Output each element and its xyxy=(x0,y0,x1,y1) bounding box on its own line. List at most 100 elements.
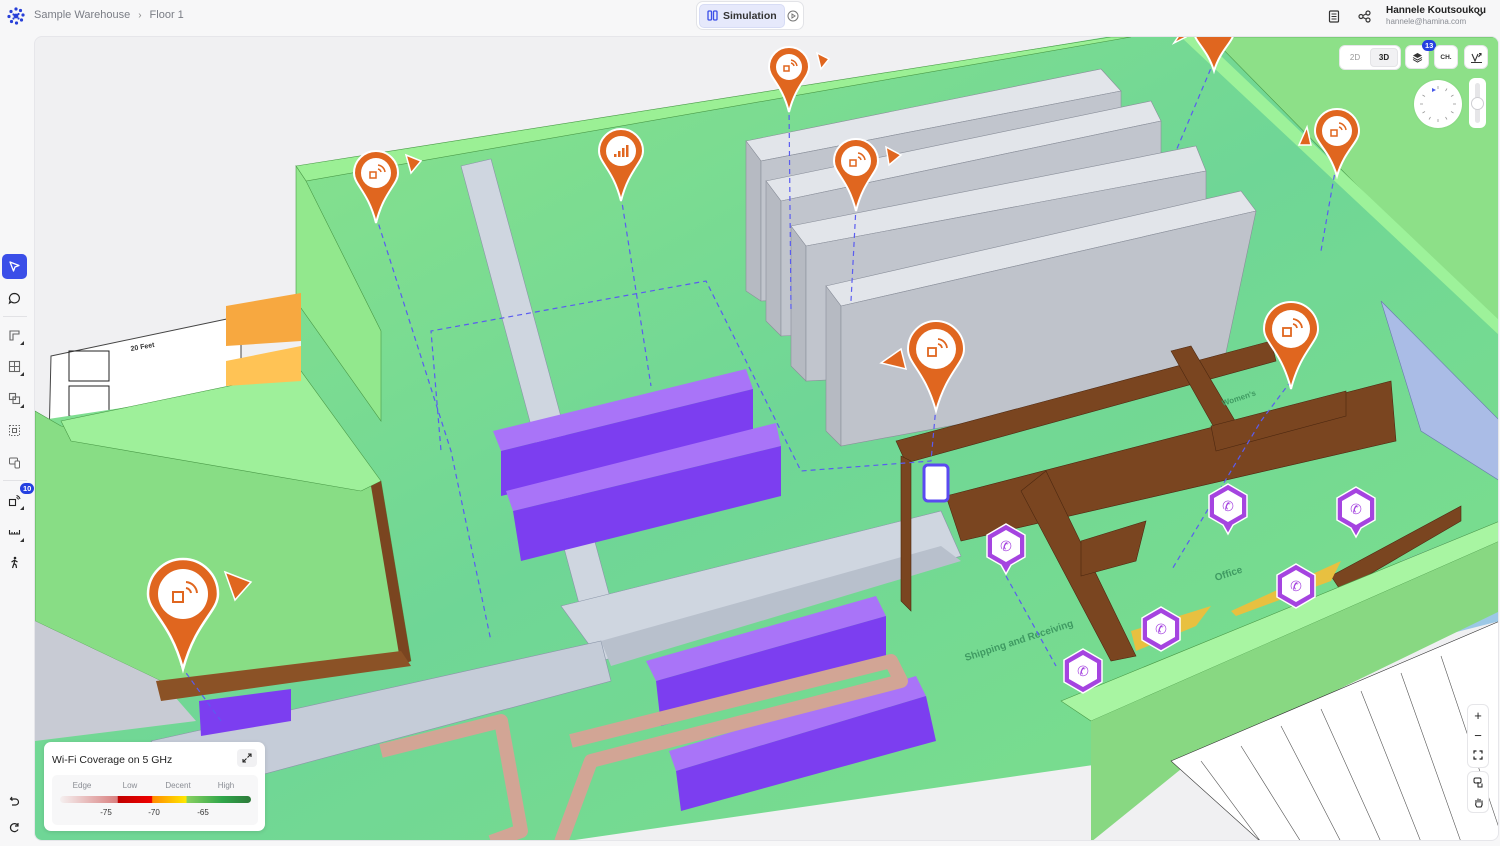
expand-legend-button[interactable] xyxy=(237,749,257,767)
channel-button[interactable]: CH. xyxy=(1434,45,1458,69)
play-mode-button[interactable] xyxy=(785,4,801,28)
access-point-pin xyxy=(597,128,645,202)
legend-tick: -65 xyxy=(197,808,209,817)
access-point-tool-button[interactable]: 10 xyxy=(2,483,35,513)
warehouse-3d-scene[interactable]: 20 Feet xyxy=(35,37,1499,841)
zoom-out-button[interactable]: − xyxy=(1474,727,1482,743)
legend-category: High xyxy=(217,781,235,790)
access-point-pin xyxy=(767,46,831,113)
measure-tool-button[interactable] xyxy=(2,520,27,545)
floorplan-3d-canvas[interactable]: 20 Feet xyxy=(34,36,1499,841)
slider-knob[interactable] xyxy=(1471,97,1484,110)
user-menu[interactable]: Hannele Koutsoukou hannele@hamina.com xyxy=(1386,5,1486,26)
zoom-in-button[interactable]: + xyxy=(1474,707,1482,723)
ruler-icon xyxy=(8,530,21,535)
simulation-icon xyxy=(707,10,718,21)
undo-button[interactable] xyxy=(2,788,27,813)
select-mode-button[interactable] xyxy=(1468,772,1488,792)
ap-drop-lines xyxy=(180,60,1337,722)
pan-mode-button[interactable] xyxy=(1468,792,1488,812)
survey-tool-button[interactable] xyxy=(2,550,27,575)
dotted-select-icon xyxy=(9,425,20,436)
toolbar-divider xyxy=(3,480,27,481)
comment-tool-button[interactable] xyxy=(2,286,27,311)
document-icon xyxy=(1328,9,1340,23)
object-tool-button[interactable] xyxy=(2,386,27,411)
legend-category: Low xyxy=(122,781,138,790)
camera-angle-button[interactable] xyxy=(1464,45,1488,69)
user-email: hannele@hamina.com xyxy=(1386,17,1467,26)
undo-icon xyxy=(9,796,20,806)
layers-icon xyxy=(1412,52,1422,63)
dimension-toggle: 2D 3D xyxy=(1339,45,1401,70)
wall-tool-button[interactable] xyxy=(2,323,27,348)
legend-gradient-bar xyxy=(60,796,251,803)
expand-icon xyxy=(242,753,252,763)
phone-pin: ✆ xyxy=(1276,563,1316,609)
interaction-mode-controls xyxy=(1467,771,1489,813)
grid-area-icon xyxy=(8,360,21,373)
select-tool-button[interactable] xyxy=(2,254,27,279)
top-bar: Sample Warehouse › Floor 1 Simulation Ha… xyxy=(0,0,1500,32)
area-tool-button[interactable] xyxy=(2,354,27,379)
report-button[interactable] xyxy=(1324,6,1344,26)
angle-icon xyxy=(1470,52,1482,63)
svg-text:✆: ✆ xyxy=(1290,578,1302,594)
select-hand-icon xyxy=(1473,777,1482,787)
access-point-icon xyxy=(8,495,21,507)
selection-area-button[interactable] xyxy=(2,418,27,443)
chevron-right-icon: › xyxy=(138,9,142,21)
access-point-pin xyxy=(1262,301,1320,390)
object-icon xyxy=(8,392,21,405)
channel-label: CH. xyxy=(1440,53,1452,61)
fit-to-screen-button[interactable] xyxy=(1468,745,1488,765)
devices-icon xyxy=(9,457,20,469)
coverage-legend: Wi-Fi Coverage on 5 GHz Edge Low Decent … xyxy=(44,742,265,831)
comment-icon xyxy=(8,292,20,305)
simulation-mode-button[interactable]: Simulation xyxy=(699,3,785,28)
phone-pin: ✆ xyxy=(1141,606,1181,652)
share-icon xyxy=(1357,9,1371,23)
devices-tool-button[interactable] xyxy=(2,450,27,475)
view-3d-button[interactable]: 3D xyxy=(1370,48,1398,67)
purple-storage-racks xyxy=(199,369,936,811)
phone-pin: ✆ xyxy=(986,523,1026,576)
zoom-controls: + − xyxy=(1467,704,1489,768)
phone-pin: ✆ xyxy=(1336,486,1376,539)
svg-text:✆: ✆ xyxy=(1222,498,1234,514)
access-point-pin xyxy=(832,138,903,212)
svg-text:✆: ✆ xyxy=(1350,501,1362,517)
compass-dial[interactable] xyxy=(1414,80,1462,128)
toolbar-divider xyxy=(3,316,27,317)
access-point-pins[interactable] xyxy=(146,37,1361,674)
cursor-icon xyxy=(9,261,20,272)
chevron-down-icon[interactable] xyxy=(1475,9,1485,19)
phone-pin xyxy=(922,463,950,503)
share-button[interactable] xyxy=(1354,6,1374,26)
breadcrumb-floor[interactable]: Floor 1 xyxy=(149,9,184,21)
user-name: Hannele Koutsoukou xyxy=(1386,5,1487,16)
left-toolbar: 10 xyxy=(0,32,35,846)
view-2d-button[interactable]: 2D xyxy=(1349,53,1361,62)
legend-tick: -75 xyxy=(100,808,112,817)
breadcrumb: Sample Warehouse › Floor 1 xyxy=(34,9,184,21)
compass-icon xyxy=(1420,86,1456,122)
layers-button[interactable]: 13 xyxy=(1405,40,1437,69)
access-point-pin xyxy=(352,150,423,224)
layers-count-badge: 13 xyxy=(1422,40,1437,51)
access-point-pin xyxy=(1171,37,1234,75)
legend-scale: Edge Low Decent High -75 -70 -65 xyxy=(52,775,258,825)
hamina-logo-icon[interactable] xyxy=(6,6,26,26)
office-walls xyxy=(895,340,1462,662)
legend-category: Decent xyxy=(165,781,191,790)
tilt-slider[interactable] xyxy=(1469,78,1486,128)
phone-pin: ✆ xyxy=(1208,483,1248,536)
breadcrumb-project[interactable]: Sample Warehouse xyxy=(34,9,131,21)
phone-device-pins[interactable]: ✆ ✆ ✆ ✆ ✆ ✆ xyxy=(922,463,1376,694)
redo-button[interactable] xyxy=(2,815,27,840)
access-point-pin xyxy=(146,557,253,674)
legend-tick: -70 xyxy=(148,808,160,817)
svg-text:✆: ✆ xyxy=(1155,621,1167,637)
scale-label: 20 Feet xyxy=(130,342,156,353)
phone-pin: ✆ xyxy=(1063,648,1103,694)
